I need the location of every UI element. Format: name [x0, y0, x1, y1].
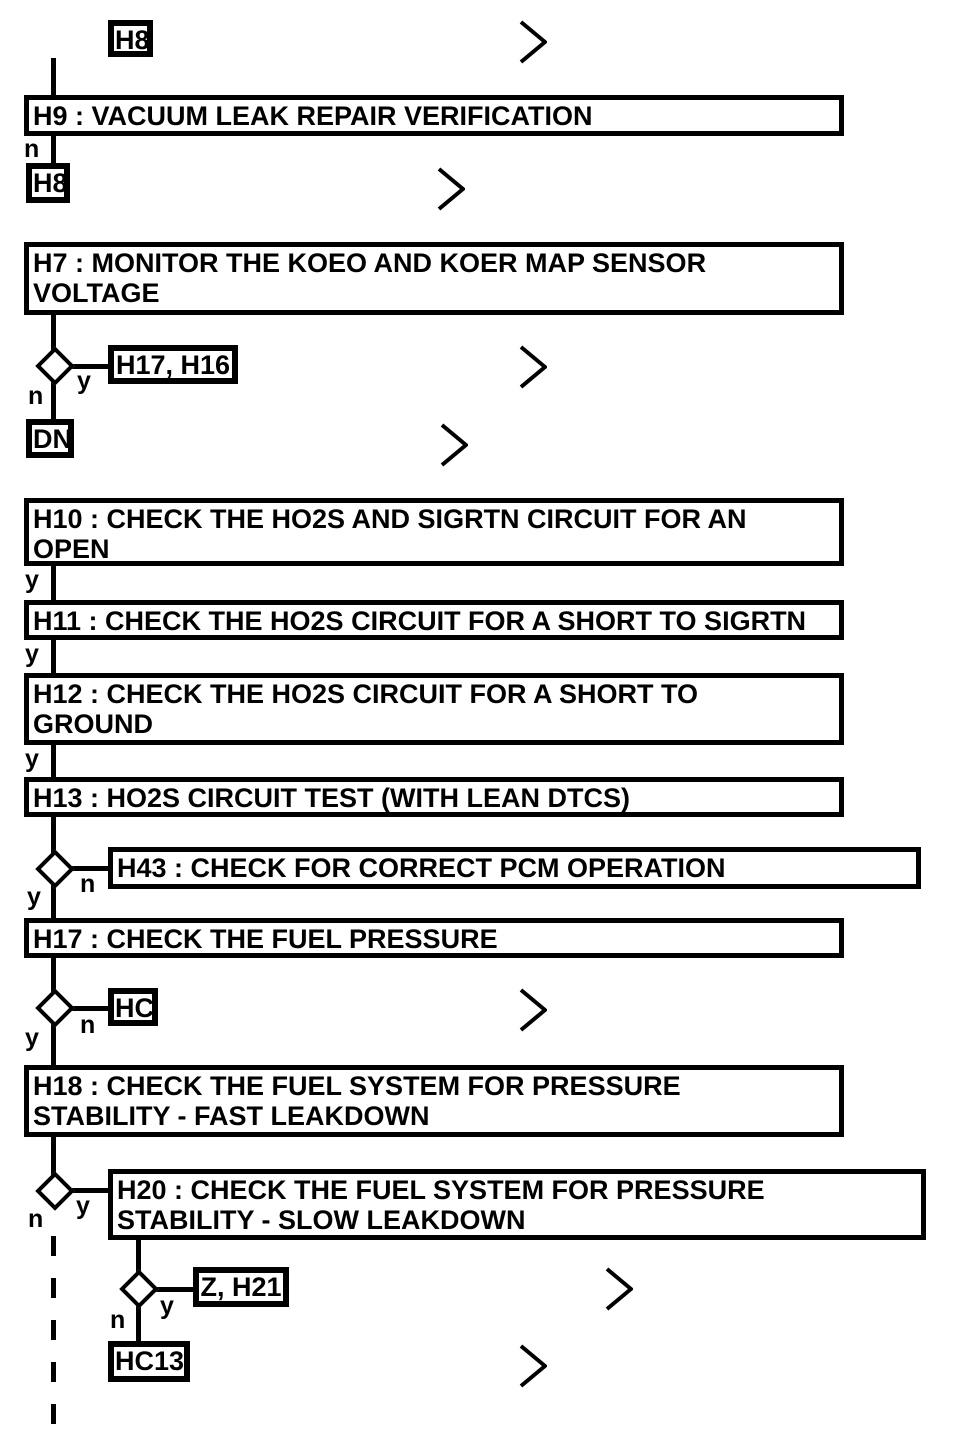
step-h12: H12 : CHECK THE HO2S CIRCUIT FOR A SHORT…: [24, 673, 844, 745]
step-dn: DN: [26, 419, 74, 458]
connector: [51, 638, 56, 673]
connector: [51, 564, 56, 600]
connector: [72, 364, 108, 369]
chevron-right-icon: [437, 167, 465, 211]
branch-label-n: n: [24, 135, 40, 163]
decision-diamond: [35, 849, 75, 889]
branch-label-n: n: [28, 382, 44, 410]
chevron-right-icon: [519, 988, 547, 1032]
step-hc13: HC13: [108, 1341, 190, 1382]
branch-label-n: n: [80, 870, 96, 898]
step-h10: H10 : CHECK THE HO2S AND SIGRTN CIRCUIT …: [24, 498, 844, 566]
branch-label-n: n: [110, 1306, 126, 1334]
connector: [136, 1238, 141, 1277]
step-h13: H13 : HO2S CIRCUIT TEST (WITH LEAN DTCS): [24, 777, 844, 817]
connector: [51, 1136, 56, 1179]
step-h8-top: H8: [108, 20, 153, 57]
connector: [51, 315, 56, 354]
connector: [51, 1022, 56, 1065]
connector: [136, 1303, 141, 1341]
branch-label-y: y: [25, 566, 39, 594]
chevron-right-icon: [519, 1344, 547, 1388]
connector: [51, 883, 56, 918]
step-h9: H9 : VACUUM LEAK REPAIR VERIFICATION: [24, 95, 844, 136]
step-h17-h16: H17, H16: [108, 345, 238, 384]
connector: [51, 743, 56, 777]
branch-label-y: y: [27, 883, 41, 911]
step-h7: H7 : MONITOR THE KOEO AND KOER MAP SENSO…: [24, 242, 844, 315]
branch-label-y: y: [25, 640, 39, 668]
step-h17: H17 : CHECK THE FUEL PRESSURE: [24, 918, 844, 958]
chevron-right-icon: [519, 345, 547, 389]
connector: [51, 815, 56, 857]
connector: [72, 1006, 108, 1011]
step-h11: H11 : CHECK THE HO2S CIRCUIT FOR A SHORT…: [24, 600, 844, 640]
step-hc: HC: [108, 988, 158, 1026]
chevron-right-icon: [519, 20, 547, 64]
branch-label-n: n: [28, 1205, 44, 1233]
connector: [51, 136, 56, 163]
chevron-right-icon: [440, 423, 468, 467]
branch-label-n: n: [80, 1011, 96, 1039]
branch-label-y: y: [77, 367, 91, 395]
dashed-connector: [51, 1236, 56, 1428]
branch-label-y: y: [25, 745, 39, 773]
branch-label-y: y: [160, 1292, 174, 1320]
step-h43: H43 : CHECK FOR CORRECT PCM OPERATION: [108, 847, 921, 889]
connector: [72, 866, 108, 871]
branch-label-y: y: [76, 1192, 90, 1220]
step-h20: H20 : CHECK THE FUEL SYSTEM FOR PRESSURE…: [108, 1169, 926, 1240]
step-z-h21: Z, H21: [193, 1267, 289, 1307]
decision-diamond: [35, 346, 75, 386]
connector: [72, 1188, 108, 1193]
connector: [156, 1287, 193, 1292]
connector: [51, 956, 56, 996]
step-h8-side: H8: [26, 163, 70, 203]
chevron-right-icon: [605, 1267, 633, 1311]
decision-diamond: [35, 988, 75, 1028]
decision-diamond: [119, 1269, 159, 1309]
connector: [51, 382, 56, 419]
branch-label-y: y: [25, 1024, 39, 1052]
connector: [51, 58, 56, 95]
step-h18: H18 : CHECK THE FUEL SYSTEM FOR PRESSURE…: [24, 1065, 844, 1137]
